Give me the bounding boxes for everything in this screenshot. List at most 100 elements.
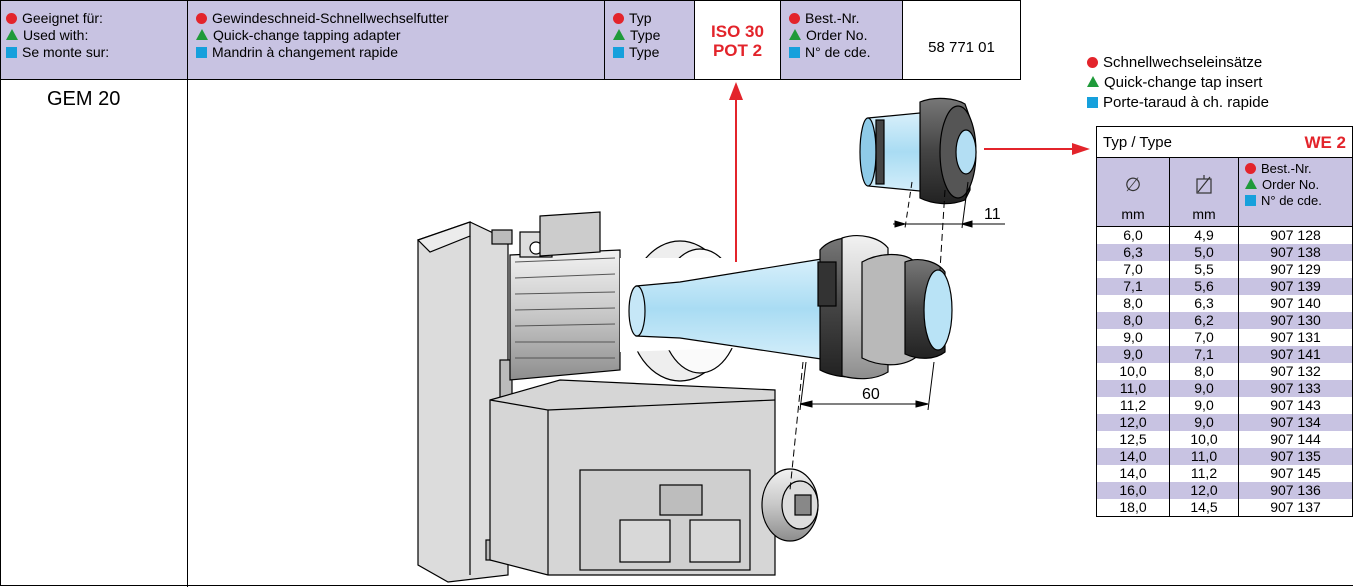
cell-order-no: 907 138 bbox=[1270, 244, 1321, 260]
cell-order-no: 907 139 bbox=[1270, 278, 1321, 294]
red-circle-icon bbox=[1087, 57, 1098, 68]
cell-order-no: 907 144 bbox=[1270, 431, 1321, 447]
dim-insert-length: 11 bbox=[984, 206, 1001, 223]
cell-square: 14,5 bbox=[1170, 499, 1239, 516]
square-drive-icon bbox=[1170, 174, 1238, 196]
cell-order-no: 907 131 bbox=[1270, 329, 1321, 345]
cell-diameter: 16,0 bbox=[1097, 482, 1170, 499]
order-de: Best.-Nr. bbox=[805, 10, 860, 26]
red-circle-icon bbox=[789, 13, 800, 24]
col-diameter-header: ∅ mm bbox=[1097, 158, 1170, 226]
taper-adapter-drawing bbox=[628, 235, 953, 380]
blue-square-icon bbox=[1087, 97, 1098, 108]
order-fr: N° de cde. bbox=[805, 44, 871, 60]
cell-square: 7,0 bbox=[1170, 329, 1239, 346]
table-order-de: Best.-Nr. bbox=[1261, 161, 1312, 176]
cell-diameter: 9,0 bbox=[1097, 346, 1170, 363]
cell-diameter: 6,0 bbox=[1097, 227, 1170, 244]
cell-diameter: 11,0 bbox=[1097, 380, 1170, 397]
product-de: Gewindeschneid-Schnellwechselfutter bbox=[212, 10, 449, 26]
table-type-value: WE 2 bbox=[1304, 133, 1346, 152]
type-value-cell: ISO 30 POT 2 bbox=[694, 0, 781, 80]
table-type-row: Typ / Type WE 2 bbox=[1097, 127, 1352, 158]
cell-order-no: 907 135 bbox=[1270, 448, 1321, 464]
suited-de: Geeignet für: bbox=[22, 10, 103, 26]
red-circle-icon bbox=[196, 13, 207, 24]
table-header: ∅ mm mm Best.-Nr. Order No. N° de cde. bbox=[1097, 158, 1352, 227]
cell-order-no: 907 132 bbox=[1270, 363, 1321, 379]
cell-square: 6,3 bbox=[1170, 295, 1239, 312]
cell-order-no: 907 130 bbox=[1270, 312, 1321, 328]
cell-square: 4,9 bbox=[1170, 227, 1239, 244]
cell-square: 5,0 bbox=[1170, 244, 1239, 261]
type-fr: Type bbox=[629, 44, 660, 60]
red-arrows bbox=[729, 82, 1090, 262]
type-value-line1: ISO 30 bbox=[711, 22, 764, 41]
product-fr: Mandrin à changement rapide bbox=[212, 44, 399, 60]
cell-diameter: 10,0 bbox=[1097, 363, 1170, 380]
cell-order-no: 907 143 bbox=[1270, 397, 1321, 413]
cell-square: 9,0 bbox=[1170, 414, 1239, 431]
cell-square: 11,0 bbox=[1170, 448, 1239, 465]
cell-order-no: 907 133 bbox=[1270, 380, 1321, 396]
cell-order-no: 907 129 bbox=[1270, 261, 1321, 277]
green-triangle-icon bbox=[613, 29, 625, 40]
cell-order-no: 907 136 bbox=[1270, 482, 1321, 498]
product-en: Quick-change tapping adapter bbox=[213, 27, 401, 43]
insert-legend: Schnellwechseleinsätze Quick-change tap … bbox=[1087, 53, 1269, 113]
technical-illustration bbox=[416, 82, 1090, 583]
cell-square: 12,0 bbox=[1170, 482, 1239, 499]
cell-order-no: 907 134 bbox=[1270, 414, 1321, 430]
cell-diameter: 18,0 bbox=[1097, 499, 1170, 516]
cell-diameter: 7,0 bbox=[1097, 261, 1170, 278]
quick-change-insert-drawing bbox=[859, 97, 977, 205]
red-circle-icon bbox=[1245, 163, 1256, 174]
product-cell: Gewindeschneid-Schnellwechselfutter Quic… bbox=[187, 0, 605, 80]
suited-fr: Se monte sur: bbox=[22, 44, 110, 60]
cell-square: 11,2 bbox=[1170, 465, 1239, 482]
suited-for-cell: Geeignet für: Used with: Se monte sur: bbox=[0, 0, 188, 80]
cell-square: 9,0 bbox=[1170, 397, 1239, 414]
cell-order-no: 907 137 bbox=[1270, 499, 1321, 515]
table-type-label: Typ / Type bbox=[1103, 134, 1172, 151]
order-value-cell: 58 771 01 bbox=[902, 0, 1021, 80]
blue-square-icon bbox=[613, 47, 624, 58]
cell-square: 5,6 bbox=[1170, 278, 1239, 295]
suited-en: Used with: bbox=[23, 27, 89, 43]
blue-square-icon bbox=[6, 47, 17, 58]
blue-square-icon bbox=[196, 47, 207, 58]
cell-square: 9,0 bbox=[1170, 380, 1239, 397]
machine-drawing bbox=[416, 211, 819, 583]
insert-de: Schnellwechseleinsätze bbox=[1103, 54, 1263, 71]
col-diameter-unit: mm bbox=[1121, 206, 1145, 222]
cell-square: 5,5 bbox=[1170, 261, 1239, 278]
cell-diameter: 14,0 bbox=[1097, 465, 1170, 482]
cell-diameter: 8,0 bbox=[1097, 295, 1170, 312]
type-label-cell: Typ Type Type bbox=[604, 0, 695, 80]
left-column-divider bbox=[187, 79, 188, 587]
dimension-lines bbox=[789, 181, 1005, 491]
cell-order-no: 907 145 bbox=[1270, 465, 1321, 481]
order-value: 58 771 01 bbox=[928, 39, 995, 56]
green-triangle-icon bbox=[6, 29, 18, 40]
cell-order-no: 907 128 bbox=[1270, 227, 1321, 243]
insert-fr: Porte-taraud à ch. rapide bbox=[1103, 94, 1269, 111]
type-value-line2: POT 2 bbox=[712, 41, 763, 60]
red-circle-icon bbox=[613, 13, 624, 24]
table-order-en: Order No. bbox=[1262, 177, 1320, 192]
cell-square: 10,0 bbox=[1170, 431, 1239, 448]
green-triangle-icon bbox=[789, 29, 801, 40]
